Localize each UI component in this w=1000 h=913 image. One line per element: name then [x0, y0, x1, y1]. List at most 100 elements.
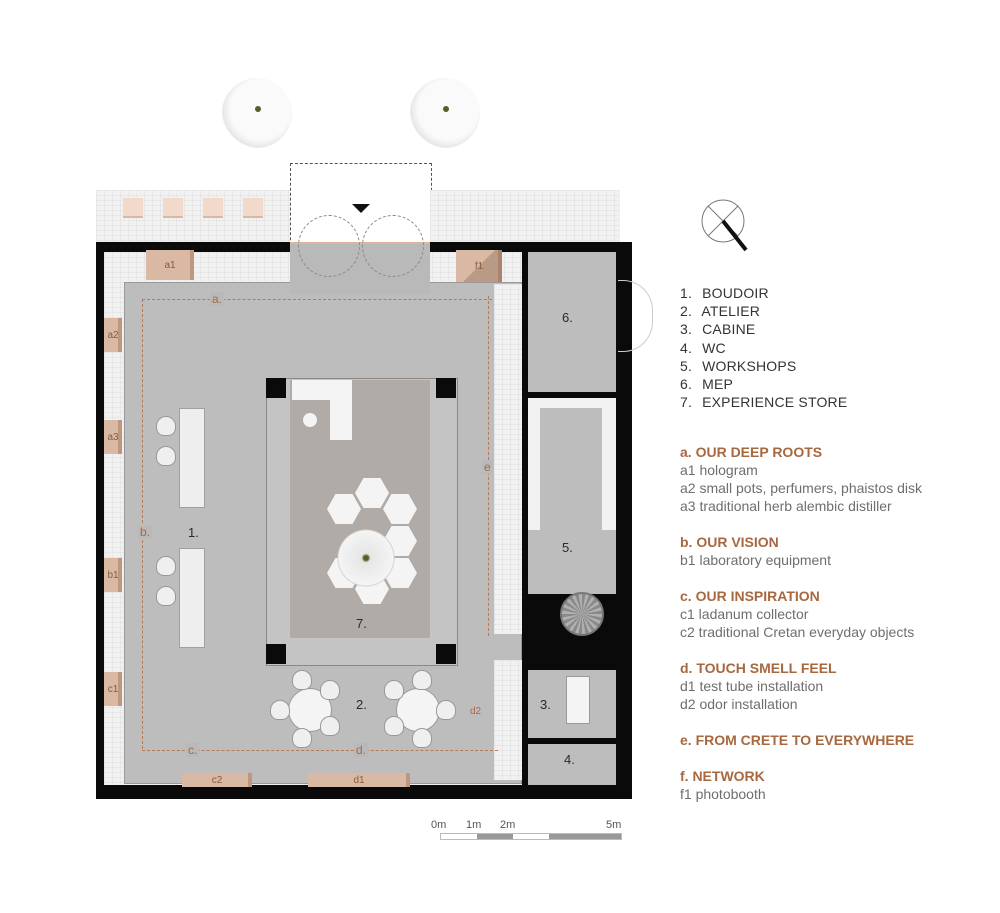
zone-item: f1 photobooth: [680, 786, 766, 802]
east-display-wall-lower: [494, 660, 522, 780]
stool: [156, 556, 176, 576]
column: [436, 644, 456, 664]
column: [266, 644, 286, 664]
entrance-door-swing-right: [362, 215, 424, 277]
exhibit-d1: d1: [308, 773, 410, 787]
wall-notch: [430, 242, 630, 252]
zone-title: d. TOUCH SMELL FEEL: [680, 660, 837, 676]
chair: [292, 728, 312, 748]
entrance-door-swing-left: [298, 215, 360, 277]
legend-room-num: 4.: [680, 339, 693, 356]
column: [266, 378, 286, 398]
exterior-terrace-right: [430, 190, 620, 242]
legend-room-row: 4. WC: [680, 339, 847, 357]
chair: [412, 728, 432, 748]
stool: [156, 586, 176, 606]
tree-icon-center: [334, 526, 398, 590]
room-label-6: 6.: [562, 310, 573, 325]
zone-legend-d: d. TOUCH SMELL FEEL d1 test tube install…: [680, 659, 837, 713]
zone-marker-d: d.: [354, 743, 369, 757]
room-label-2: 2.: [356, 697, 367, 712]
chair: [320, 680, 340, 700]
stool: [302, 412, 318, 428]
planter: [203, 198, 223, 218]
partition-wall: [552, 738, 618, 742]
exhibit-a1: a1: [146, 250, 194, 280]
zone-boundary-left: [142, 299, 143, 749]
tree-icon-left: [222, 78, 292, 148]
room-label-1: 1.: [188, 525, 199, 540]
legend-room-num: 5.: [680, 357, 693, 374]
partition-wall: [556, 640, 618, 646]
zone-item: d2 odor installation: [680, 696, 798, 712]
legend-room-label: MEP: [702, 376, 734, 393]
stool: [156, 416, 176, 436]
scale-label-0m: 0m: [431, 819, 447, 831]
legend-room-num: 3.: [680, 321, 693, 338]
legend-room-num: 1.: [680, 285, 693, 301]
zone-item: c1 ladanum collector: [680, 606, 809, 622]
chair: [384, 680, 404, 700]
display-table: [179, 408, 205, 508]
scale-label-2m: 2m: [500, 819, 516, 831]
zone-item: b1 laboratory equipment: [680, 552, 831, 568]
zone-title: c. OUR INSPIRATION: [680, 588, 820, 604]
stool: [156, 446, 176, 466]
legend-room-label: CABINE: [702, 321, 756, 338]
chair: [320, 716, 340, 736]
massage-bed: [566, 676, 590, 724]
exhibit-c1: c1: [104, 672, 122, 706]
legend-room-label: ATELIER: [701, 303, 761, 320]
scale-label-5m: 5m: [606, 819, 622, 831]
room-label-3: 3.: [540, 697, 551, 712]
zone-marker-a: a.: [210, 292, 225, 306]
legend-room-row: 5. WORKSHOPS: [680, 357, 847, 375]
exhibit-b1: b1: [104, 558, 122, 592]
zone-boundary-top: [142, 299, 492, 300]
wall-notch: [96, 242, 290, 252]
zone-item: d1 test tube installation: [680, 678, 824, 694]
exhibit-a3: a3: [104, 420, 122, 454]
zone-title: b. OUR VISION: [680, 534, 779, 550]
mep-room: [528, 252, 616, 392]
zone-title: a. OUR DEEP ROOTS: [680, 444, 823, 460]
chair: [412, 670, 432, 690]
chair: [292, 670, 312, 690]
legend-room-num: 2.: [680, 303, 693, 320]
zone-item: a3 traditional herb alembic distiller: [680, 498, 892, 514]
chair: [270, 700, 290, 720]
legend-room-label: WC: [702, 339, 726, 356]
chair: [384, 716, 404, 736]
partition-wall: [522, 252, 528, 785]
partition-wall: [528, 392, 618, 398]
workshops-floor: [528, 530, 616, 594]
room-label-4: 4.: [564, 752, 575, 767]
display-table: [179, 548, 205, 648]
zone-item: c2 traditional Cretan everyday objects: [680, 624, 915, 640]
legend-room-num: 6.: [680, 376, 693, 393]
planter: [123, 198, 143, 218]
zone-legend-a: a. OUR DEEP ROOTS a1 hologram a2 small p…: [680, 443, 922, 515]
legend-room-row: 3. CABINE: [680, 320, 847, 338]
chair: [436, 700, 456, 720]
legend-room-label: BOUDOIR: [702, 285, 769, 301]
scale-label-1m: 1m: [466, 819, 482, 831]
counter: [330, 380, 352, 440]
zone-marker-c: c.: [186, 743, 200, 757]
room-label-5: 5.: [562, 540, 573, 555]
wc-room: [528, 744, 616, 785]
column: [436, 378, 456, 398]
planter: [163, 198, 183, 218]
mep-door-icon: [618, 280, 653, 352]
zone-item: a2 small pots, perfumers, phaistos disk: [680, 480, 922, 496]
tree-icon-right: [410, 78, 480, 148]
zone-legend-e: e. FROM CRETE TO EVERYWHERE: [680, 731, 914, 749]
planter: [243, 198, 263, 218]
legend-room-num: 7.: [680, 394, 693, 411]
zone-item: a1 hologram: [680, 462, 758, 478]
legend-room-label: WORKSHOPS: [702, 357, 797, 374]
entrance-arrow-icon: [352, 204, 370, 213]
exhibit-a2: a2: [104, 318, 122, 352]
zone-marker-b: b.: [138, 525, 153, 539]
legend-room-label: EXPERIENCE STORE: [702, 394, 848, 411]
